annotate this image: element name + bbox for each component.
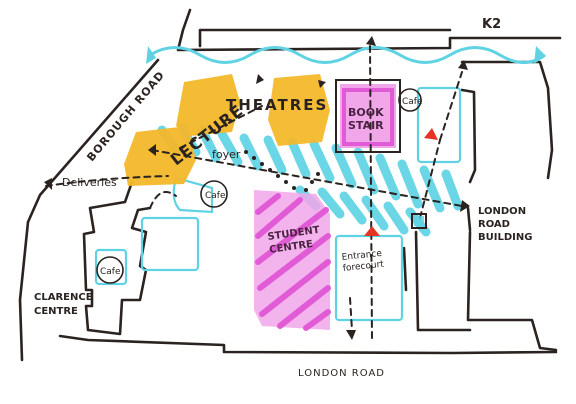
cafe-badges (96, 88, 422, 284)
entrance-marker-icon (424, 128, 438, 140)
arrow-up-icon (366, 36, 376, 46)
theatre-2 (268, 74, 330, 146)
label-deliveries: Deliveries (62, 176, 117, 189)
label-foyer: foyer (212, 148, 241, 161)
label-cafe-left: Cafe (100, 267, 121, 277)
entrance-markers (364, 128, 438, 236)
green-route-top (146, 46, 546, 64)
arrow-right-icon (460, 200, 470, 212)
entrance-box (411, 213, 427, 229)
label-cafe-mid: Cafe (205, 191, 226, 201)
book-stair (335, 79, 401, 153)
zone-courtyard (140, 216, 200, 272)
zone-cafe-west (94, 248, 128, 286)
theatre-3 (124, 126, 196, 186)
label-k2: K2 (482, 17, 501, 32)
arrow-left-icon (148, 144, 156, 156)
label-theatres: THEATRES (226, 96, 328, 114)
arrow-left-icon (44, 178, 52, 190)
zone-cafe-east (416, 86, 462, 164)
foyer-dots (244, 150, 320, 192)
entrance-box-fill (414, 216, 424, 226)
arrow-down-icon (346, 330, 356, 340)
arrow-icon (256, 74, 264, 84)
arrow-left-icon (146, 46, 156, 64)
arrowheads (44, 36, 470, 340)
cafe-badge-top (398, 88, 422, 112)
theatre-1 (176, 74, 240, 136)
lecture-theatres (124, 74, 330, 186)
circulation-dashes (45, 45, 463, 341)
cafe-badge-left (96, 256, 124, 284)
student-centre (254, 190, 331, 331)
label-cafe-top: Cafe (402, 97, 423, 107)
arrow-up-icon (458, 60, 468, 70)
zone-entrance (334, 234, 404, 322)
cafe-badge-mid (200, 180, 228, 208)
arrow-icon (318, 80, 326, 88)
label-london-road: LONDON ROAD (298, 368, 385, 379)
arrow-right-icon (534, 46, 546, 64)
label-entrance-forecourt: Entranceforecourt (341, 249, 385, 274)
entrance-marker-icon (364, 226, 380, 236)
